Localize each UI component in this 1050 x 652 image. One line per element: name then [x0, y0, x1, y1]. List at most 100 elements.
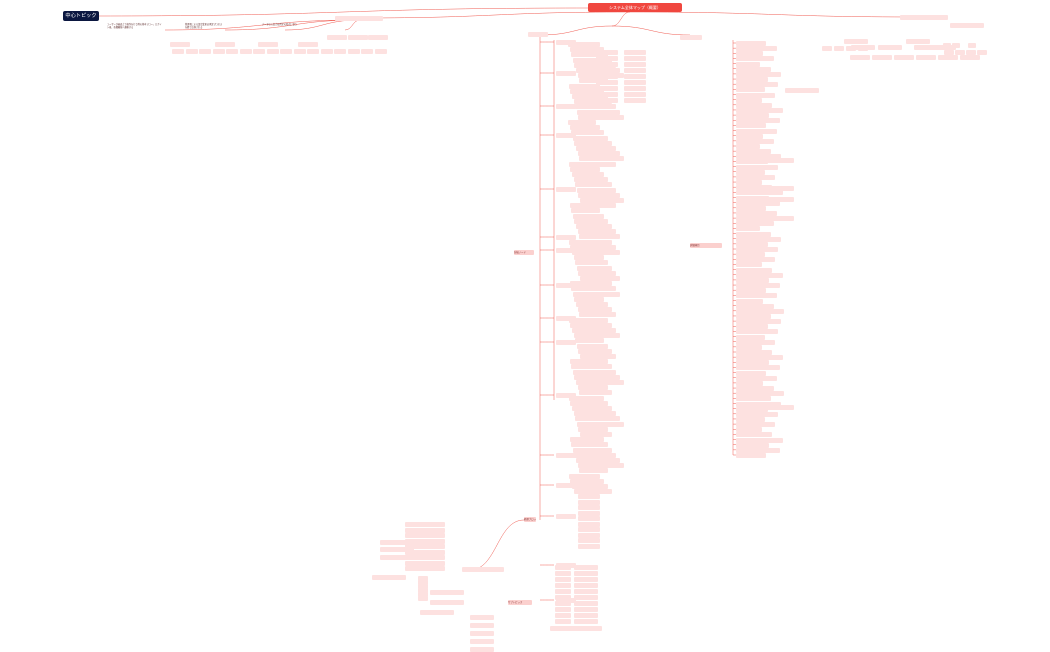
leaf-node[interactable] — [736, 200, 780, 206]
leaf-node[interactable] — [736, 365, 780, 371]
leaf-node[interactable] — [577, 229, 616, 235]
leaf-node[interactable] — [624, 74, 646, 79]
leaf-node[interactable] — [736, 154, 781, 160]
leaf-node[interactable] — [405, 533, 445, 538]
leaf-node[interactable] — [624, 68, 646, 73]
leaf-node[interactable] — [568, 120, 596, 125]
leaf-node[interactable] — [736, 87, 765, 93]
leaf-node[interactable] — [574, 595, 598, 600]
leaf-node[interactable] — [736, 41, 766, 46]
leaf-node[interactable] — [736, 226, 760, 232]
leaf-node[interactable] — [736, 350, 772, 355]
leaf-node[interactable] — [405, 549, 445, 555]
leaf-node[interactable] — [266, 49, 279, 54]
topic-node[interactable] — [556, 235, 576, 240]
leaf-node[interactable] — [199, 49, 211, 54]
leaf-node[interactable] — [574, 452, 616, 458]
leaf-node[interactable] — [418, 576, 428, 581]
leaf-node[interactable] — [736, 380, 763, 386]
leaf-node[interactable] — [575, 416, 620, 422]
topic-node[interactable] — [556, 248, 576, 253]
leaf-node[interactable] — [574, 577, 598, 582]
leaf-node[interactable] — [578, 192, 620, 198]
leaf-node[interactable] — [578, 505, 600, 510]
topic-node[interactable] — [430, 600, 464, 605]
leaf-node[interactable] — [955, 50, 965, 55]
leaf-node[interactable] — [736, 138, 774, 144]
leaf-node[interactable] — [580, 276, 620, 281]
branch-node-1[interactable]: 分岐ノード — [514, 250, 534, 255]
leaf-node[interactable] — [596, 74, 618, 79]
leaf-node[interactable] — [573, 255, 604, 261]
leaf-node[interactable] — [736, 205, 766, 211]
leaf-node[interactable] — [736, 293, 777, 299]
leaf-node[interactable] — [736, 61, 760, 67]
leaf-node[interactable] — [555, 595, 571, 600]
leaf-node[interactable] — [568, 473, 600, 479]
leaf-node[interactable] — [555, 607, 571, 612]
central-topic[interactable]: 中心トピック — [63, 11, 99, 21]
leaf-node[interactable] — [574, 62, 616, 68]
leaf-node[interactable] — [850, 55, 870, 60]
leaf-node[interactable] — [596, 92, 618, 97]
leaf-node[interactable] — [568, 395, 604, 401]
leaf-node[interactable] — [574, 619, 598, 624]
leaf-node[interactable] — [570, 400, 608, 406]
leaf-node[interactable] — [624, 92, 646, 97]
leaf-node[interactable] — [572, 250, 620, 255]
leaf-node[interactable] — [834, 46, 844, 51]
root-topic[interactable]: システム全体マップ（概要） — [588, 3, 682, 12]
leaf-node[interactable] — [736, 355, 783, 361]
leaf-node[interactable] — [280, 49, 292, 54]
topic-node[interactable] — [258, 42, 278, 47]
topic-node[interactable] — [380, 540, 414, 545]
leaf-node[interactable] — [736, 401, 781, 407]
leaf-node[interactable] — [968, 43, 976, 48]
leaf-node[interactable] — [736, 308, 784, 314]
leaf-node[interactable] — [572, 172, 604, 177]
topic-node[interactable] — [420, 610, 454, 615]
leaf-node[interactable] — [736, 164, 778, 170]
topic-node[interactable] — [348, 35, 368, 40]
leaf-node[interactable] — [361, 49, 373, 54]
leaf-node[interactable] — [736, 298, 763, 304]
leaf-node[interactable] — [212, 49, 225, 54]
leaf-node[interactable] — [577, 463, 624, 469]
leaf-node[interactable] — [736, 406, 768, 412]
leaf-node[interactable] — [624, 62, 646, 67]
leaf-node[interactable] — [574, 296, 604, 302]
leaf-node[interactable] — [576, 224, 612, 229]
leaf-node[interactable] — [578, 516, 600, 521]
leaf-node[interactable] — [574, 565, 598, 570]
leaf-node[interactable] — [916, 55, 936, 60]
leaf-node[interactable] — [736, 422, 775, 428]
leaf-node[interactable] — [574, 571, 598, 576]
leaf-node[interactable] — [596, 80, 618, 85]
leaf-node[interactable] — [578, 499, 600, 505]
leaf-node[interactable] — [578, 483, 600, 488]
leaf-node[interactable] — [894, 55, 914, 60]
leaf-node[interactable] — [571, 52, 608, 58]
leaf-node[interactable] — [578, 543, 600, 549]
leaf-node[interactable] — [960, 55, 980, 60]
topic-node[interactable] — [380, 547, 414, 552]
topic-node[interactable] — [556, 483, 576, 488]
topic-node[interactable] — [556, 104, 576, 109]
leaf-node[interactable] — [418, 580, 428, 585]
topic-node[interactable] — [462, 567, 504, 572]
leaf-node[interactable] — [596, 62, 618, 67]
leaf-node[interactable] — [572, 94, 608, 99]
leaf-node[interactable] — [736, 437, 783, 443]
leaf-node[interactable] — [578, 488, 600, 494]
topic-node[interactable] — [556, 133, 576, 138]
leaf-node[interactable] — [568, 317, 608, 323]
leaf-node[interactable] — [374, 49, 387, 54]
leaf-node[interactable] — [570, 88, 604, 94]
leaf-node[interactable] — [574, 140, 612, 146]
leaf-node[interactable] — [576, 421, 624, 427]
leaf-node[interactable] — [736, 262, 762, 268]
leaf-node[interactable] — [944, 50, 954, 55]
leaf-node[interactable] — [736, 123, 766, 129]
leaf-node[interactable] — [573, 99, 612, 105]
leaf-node[interactable] — [571, 364, 612, 370]
